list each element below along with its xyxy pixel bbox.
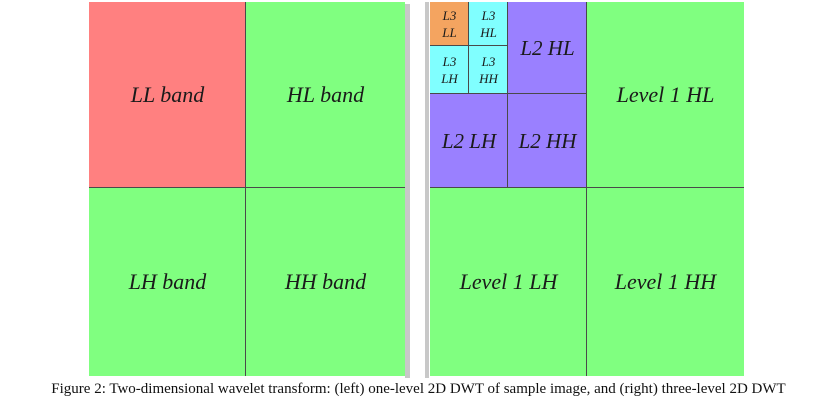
left-horizontal-divider (89, 187, 405, 188)
hh-band-label: HH band (284, 269, 367, 294)
right-panel-shadow (425, 2, 429, 378)
l2-hl-label: L2 HL (520, 35, 575, 60)
l3-vertical-divider (468, 2, 469, 94)
l3-lh-label-line1: L3 (442, 54, 457, 69)
l2-lh-label: L2 LH (441, 128, 497, 153)
l1-lh-cell: Level 1 LH (430, 188, 587, 376)
l2-hh-cell: L2 HH (508, 94, 587, 188)
l1-hh-label: Level 1 HH (614, 269, 717, 294)
hl-band-cell: HL band (246, 2, 405, 188)
l1-hl-label: Level 1 HL (616, 82, 715, 107)
lh-band-cell: LH band (89, 188, 246, 376)
ll-band-cell: LL band (89, 2, 246, 188)
l2-hh-label: L2 HH (518, 128, 577, 153)
hh-band-cell: HH band (246, 188, 405, 376)
l3-hh-label-line1: L3 (481, 54, 496, 69)
figure-caption: Figure 2: Two-dimensional wavelet transf… (51, 381, 786, 397)
left-panel-shadow (405, 4, 410, 378)
right-main-vertical-divider (586, 2, 587, 376)
l3-hl-label-line2: HL (480, 25, 497, 40)
l1-hl-cell: Level 1 HL (587, 2, 744, 188)
l3-hh-label-line2: HH (479, 71, 498, 86)
l3-lh-label-line2: LH (441, 71, 458, 86)
l3-horizontal-divider (430, 45, 508, 46)
l3-ll-label-line2: LL (442, 25, 457, 40)
lh-band-label: LH band (128, 269, 207, 294)
left-vertical-divider (245, 2, 246, 376)
l1-hh-cell: Level 1 HH (587, 188, 744, 376)
right-main-horizontal-divider (430, 187, 744, 188)
l3-hl-label-line1: L3 (481, 8, 496, 23)
l2-horizontal-divider (430, 93, 587, 94)
ll-band-label: LL band (130, 82, 205, 107)
l2-vertical-divider (507, 2, 508, 188)
l1-lh-label: Level 1 LH (459, 269, 558, 294)
hl-band-label: HL band (286, 82, 365, 107)
l3-ll-label-line1: L3 (442, 8, 457, 23)
l2-lh-cell: L2 LH (430, 94, 508, 188)
l2-hl-cell: L2 HL (508, 2, 587, 94)
